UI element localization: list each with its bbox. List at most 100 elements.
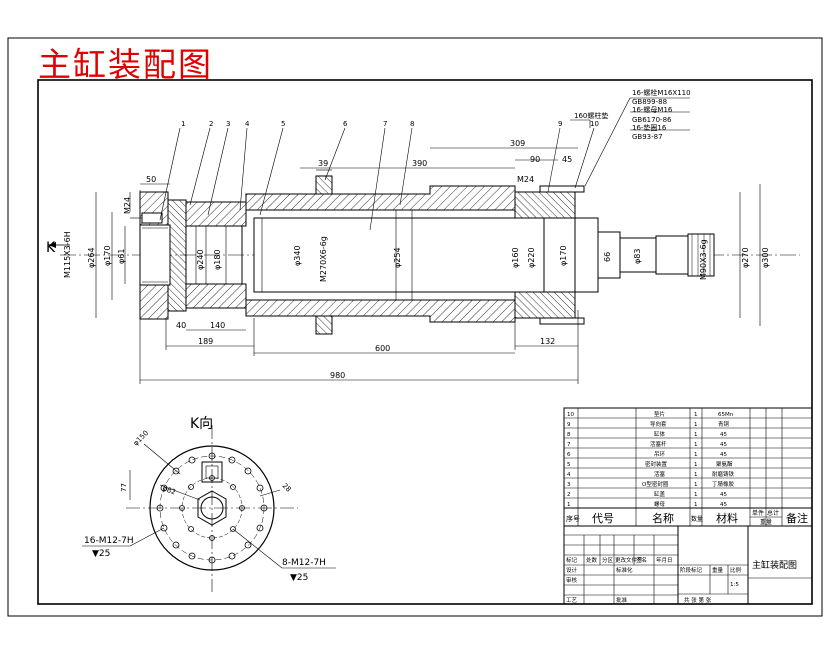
- balloon-1: 1: [181, 120, 185, 128]
- dim-phi83: φ83: [633, 249, 642, 264]
- k-direction-marker: K: [46, 240, 56, 256]
- tb-mark: 标记: [566, 556, 578, 564]
- callout-washer-std: GB93-87: [632, 133, 663, 141]
- k-note-inner-depth: ▼25: [290, 573, 308, 583]
- dim-m24: M24: [517, 175, 534, 184]
- row-mat: 45: [720, 432, 727, 438]
- tb-design: 设计: [566, 566, 578, 574]
- row-no: 10: [567, 412, 574, 418]
- dim-phi220: φ220: [527, 247, 536, 268]
- row-mat: 丁腈橡胶: [712, 480, 735, 488]
- tb-drawing-name: 主缸装配图: [752, 559, 797, 571]
- row-no: 2: [567, 492, 571, 498]
- header-qty: 数量: [691, 515, 703, 523]
- dim-40: 40: [176, 321, 186, 330]
- parts-table: [563, 407, 813, 527]
- row-qty: 1: [694, 462, 698, 468]
- row-name: 活塞杆: [650, 440, 667, 448]
- tb-scale-value: 1:5: [730, 582, 739, 588]
- balloon-3: 3: [226, 120, 230, 128]
- row-name: 缸盖: [654, 490, 666, 498]
- dim-phi61: φ61: [117, 249, 126, 264]
- row-mat: 45: [720, 502, 727, 508]
- row-no: 4: [567, 472, 571, 478]
- row-qty: 1: [694, 452, 698, 458]
- dim-m90: M90X3-6g: [699, 239, 708, 280]
- row-no: 6: [567, 452, 571, 458]
- callout-bolt: 16-螺栓M16X110: [632, 88, 691, 97]
- dim-66: 66: [603, 252, 612, 262]
- k-note-inner-holes: 8-M12-7H: [282, 558, 326, 568]
- callout-nut: 16-螺母M16: [632, 105, 673, 114]
- row-mat: 45: [720, 452, 727, 458]
- row-name: O型密封圈: [642, 480, 669, 488]
- header-no: 序号: [566, 514, 580, 523]
- dim-390: 390: [412, 159, 427, 168]
- dim-phi270: φ270: [741, 247, 750, 268]
- tb-date: 年月日: [656, 556, 673, 564]
- inner-bolt-holes: [179, 475, 245, 541]
- header-weight: 重量: [760, 518, 772, 526]
- dim-m270: M270X6-6g: [319, 236, 328, 282]
- k-note-outer-holes: 16-M12-7H: [84, 536, 134, 546]
- header-unit-weight: 单件: [752, 509, 764, 517]
- row-name: 螺母: [654, 500, 666, 508]
- row-name: 垫片: [654, 410, 665, 418]
- page-title: 主缸装配图: [38, 45, 213, 84]
- callout-nut-std: GB6170-86: [632, 116, 672, 124]
- row-qty: 1: [694, 432, 698, 438]
- row-qty: 1: [694, 502, 698, 508]
- dim-45: 45: [562, 155, 572, 164]
- parts-table-header: 序号 代号 名称 数量 材料 单件 总计 重量 备注: [566, 509, 808, 526]
- row-name: 吊环: [654, 451, 666, 458]
- tb-standardize: 标准化: [616, 566, 633, 574]
- dim-132: 132: [540, 337, 555, 346]
- tb-check: 审核: [566, 576, 578, 584]
- header-remark: 备注: [786, 511, 808, 525]
- row-no: 5: [567, 462, 571, 468]
- row-qty: 1: [694, 412, 698, 418]
- dim-90: 90: [530, 155, 540, 164]
- dim-phi340: φ340: [293, 245, 302, 266]
- row-name: 密封装置: [645, 460, 668, 468]
- row-mat: 45: [720, 442, 727, 448]
- k-note-outer-depth: ▼25: [92, 549, 110, 559]
- dim-980: 980: [330, 371, 345, 380]
- balloon-10: 10: [590, 120, 599, 128]
- row-qty: 1: [694, 472, 698, 478]
- tb-count: 处数: [586, 556, 598, 564]
- tb-process: 工艺: [566, 597, 578, 604]
- dim-m115: M115X3-6H: [63, 231, 72, 278]
- row-qty: 1: [694, 422, 698, 428]
- dim-140: 140: [210, 321, 225, 330]
- row-no: 8: [567, 432, 571, 438]
- k-dim-28: 28: [281, 482, 293, 494]
- balloon-4: 4: [245, 120, 250, 128]
- title-block: [563, 525, 813, 605]
- balloon-leaders: [159, 97, 690, 231]
- tb-scale: 比例: [730, 566, 742, 574]
- balloon-5: 5: [281, 120, 285, 128]
- dim-phi300: φ300: [761, 247, 770, 268]
- k-view-label: K向: [190, 416, 213, 432]
- dim-189: 189: [198, 337, 213, 346]
- balloon-6: 6: [343, 120, 348, 128]
- callout-bolt-std: GB899-88: [632, 98, 667, 106]
- row-qty: 1: [694, 492, 698, 498]
- balloon-7: 7: [383, 120, 387, 128]
- row-name: 导向套: [650, 420, 667, 428]
- balloon-numbers: 1 2 3 4 5 6 7 8 9 10: [181, 120, 599, 128]
- balloon-2: 2: [209, 120, 213, 128]
- dim-m24-vertical: M24: [123, 197, 132, 214]
- tb-approve: 批准: [616, 596, 628, 604]
- k-dim-phi150: φ150: [132, 429, 150, 447]
- title-block-text: 标记 处数 分区 更改文件号 签名 年月日 设计 标准化 审核 工艺 批准 阶段…: [566, 556, 797, 604]
- row-mat: 65Mn: [718, 412, 734, 418]
- tb-weight: 重量: [712, 566, 724, 574]
- tb-change: 更改文件号: [615, 556, 643, 564]
- k-dim-phi82: φ82: [161, 484, 176, 496]
- outer-bolt-holes: [156, 452, 268, 564]
- dim-309: 309: [510, 139, 525, 148]
- dim-50: 50: [146, 175, 156, 184]
- dim-phi160: φ160: [511, 247, 520, 268]
